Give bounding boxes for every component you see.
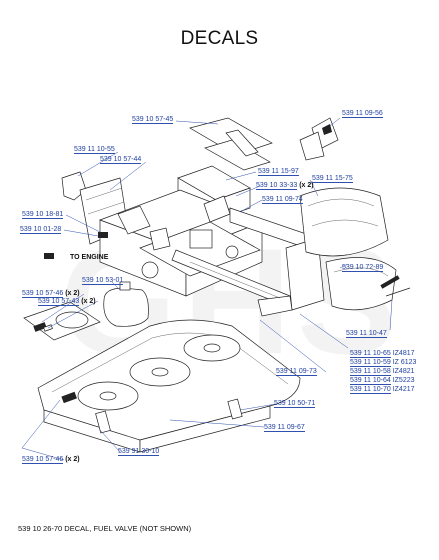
decal-swatches	[44, 232, 108, 259]
part-label: 539 10 57-46 (x 2)	[22, 290, 80, 298]
part-label: 539 11 10-59 IZ 6123	[350, 359, 417, 367]
part-label: 539 11 10-47	[346, 330, 387, 338]
control-plate	[23, 301, 101, 341]
part-label: 539 11 10-58 IZ4821	[350, 368, 415, 376]
part-label: 539 10 57-46 (x 2)	[22, 456, 80, 464]
main-frame	[98, 189, 263, 297]
part-label: 539 10 50-71	[274, 400, 316, 408]
footer-note: 539 10 26-70 DECAL, FUEL VALVE (NOT SHOW…	[18, 524, 192, 533]
part-label: 539 11 09-56	[342, 110, 383, 118]
part-label: 539 10 33-33 (x 2)	[256, 182, 314, 190]
part-label: 539 11 10-55	[74, 146, 115, 154]
fuel-tank	[103, 281, 149, 327]
page-title: DECALS	[180, 28, 259, 49]
leader-lines	[21, 117, 393, 461]
part-label: 539 11 15-75	[312, 175, 353, 183]
part-label: 539 11 09-73	[276, 368, 317, 376]
part-label: 539 11 09-74	[262, 196, 303, 204]
part-label: 539 91 30-10	[118, 448, 160, 456]
shield-decal-part	[61, 171, 87, 201]
part-label: 539 11 10-70 IZ4217	[350, 386, 415, 394]
mower-deck	[37, 319, 301, 453]
part-label: 539 11 10-64 IZ5223	[350, 377, 415, 385]
part-label: 539 10 18-81	[22, 211, 64, 219]
part-label: 539 10 01-28	[20, 226, 62, 234]
part-label: 539 10 57-43 (x 2)	[38, 298, 96, 306]
bracket-decal-part	[299, 117, 339, 161]
part-label: 539 11 09-67	[264, 424, 305, 432]
part-label: 539 10 57-44	[100, 156, 142, 164]
part-label: TO ENGINE	[70, 254, 109, 261]
part-label: 539 10 53-01	[82, 277, 124, 285]
part-label: 539 11 15-97	[258, 168, 299, 176]
lower-fender	[325, 257, 411, 311]
side-rail	[171, 207, 325, 317]
right-fender	[299, 187, 389, 257]
part-label: 539 10 72-89	[342, 264, 384, 272]
part-label: 539 11 10-65 IZ4817	[350, 350, 415, 358]
part-label: 539 10 57-45	[132, 116, 174, 124]
top-frame-bar	[189, 117, 273, 171]
